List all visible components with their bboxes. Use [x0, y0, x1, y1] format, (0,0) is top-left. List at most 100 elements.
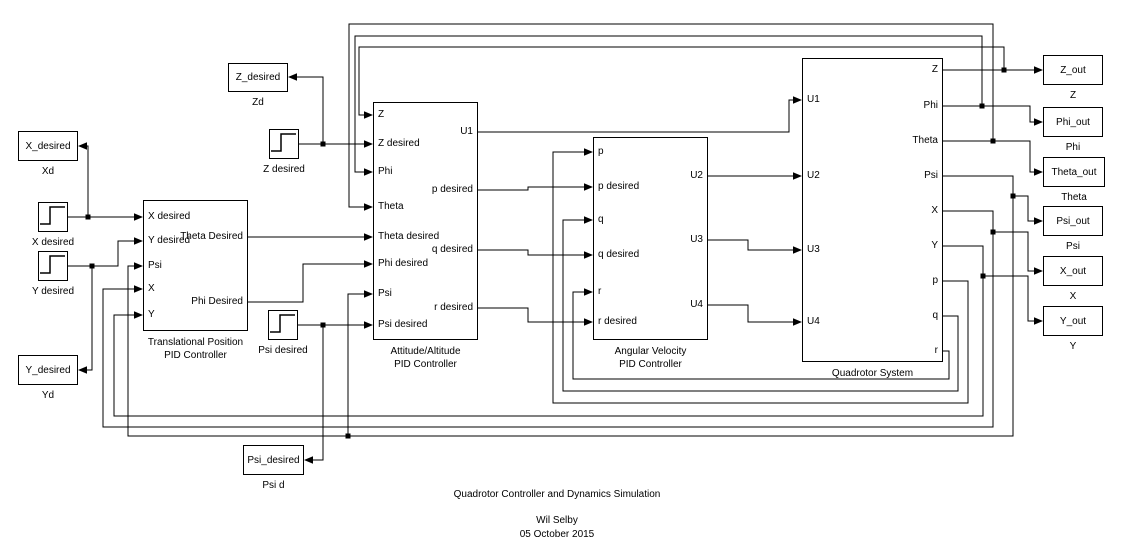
wire-theta-out[interactable]: [943, 140, 1043, 176]
angular-velocity-pid-controller-caption-line: PID Controller: [619, 359, 682, 370]
wire-q-feedback[interactable]: [562, 216, 959, 392]
tag-x-desired[interactable]: X_desired: [18, 131, 78, 161]
wire-psi-out-branch[interactable]: [1013, 195, 1043, 225]
wire-p-feedback[interactable]: [552, 148, 969, 404]
wire-y-out-branch[interactable]: [983, 275, 1043, 325]
wire-phi-feedback-line[interactable]: [354, 35, 983, 173]
wire-u2-arrowhead-icon: [793, 172, 802, 180]
wire-x-out-branch-line[interactable]: [993, 231, 1034, 272]
wire-x-feedback[interactable]: [102, 210, 994, 428]
step-z-desired[interactable]: [269, 129, 299, 159]
tag-z-desired-label: Z_desired: [235, 72, 281, 83]
wire-z-feedback-line[interactable]: [358, 46, 1005, 116]
junction-dot: [1001, 67, 1007, 73]
attitude-altitude-pid-controller[interactable]: [373, 102, 478, 340]
wire-theta-feedback[interactable]: [348, 23, 994, 211]
quadrotor-system[interactable]: [802, 58, 943, 362]
wire-z-desired-tag-branch[interactable]: [288, 73, 324, 144]
wire-r-desired-cmd-line[interactable]: [478, 307, 584, 323]
wire-psi-desired-tag-branch-line[interactable]: [313, 325, 324, 461]
wire-q-desired-cmd-line[interactable]: [478, 249, 584, 256]
tag-phi-out-caption: Phi: [1065, 142, 1081, 153]
wire-theta-feedback-line[interactable]: [348, 23, 994, 208]
wire-phi-out[interactable]: [943, 105, 1043, 126]
wire-psi-attitude-branch[interactable]: [347, 290, 373, 436]
wire-u1[interactable]: [478, 96, 802, 133]
step-psi-desired[interactable]: [268, 310, 298, 340]
translational-position-pid-controller[interactable]: [143, 200, 248, 331]
wire-u4-line[interactable]: [708, 304, 793, 323]
step-y-desired[interactable]: [38, 251, 68, 281]
attitude-altitude-pid-controller-in-phi-desired: Phi desired: [378, 258, 429, 269]
wire-theta-out-line[interactable]: [943, 140, 1034, 173]
wire-x-desired-tag-branch-line[interactable]: [87, 145, 89, 217]
step-signal-icon: [271, 133, 296, 152]
wire-y-desired-tag-branch-line[interactable]: [87, 266, 93, 371]
angular-velocity-pid-controller[interactable]: [593, 137, 708, 340]
wire-x-feedback-line[interactable]: [102, 210, 994, 428]
wire-p-desired-cmd-line[interactable]: [478, 186, 584, 191]
wire-u2[interactable]: [708, 172, 802, 180]
wire-y-feedback-line[interactable]: [113, 245, 984, 417]
tag-x-out[interactable]: X_out: [1043, 256, 1103, 286]
wire-theta-desired-cmd[interactable]: [248, 233, 373, 241]
wire-u3[interactable]: [708, 239, 802, 254]
tag-z-out[interactable]: Z_out: [1043, 55, 1103, 85]
quadrotor-system-in-u4: U4: [807, 316, 820, 327]
wire-phi-out-line[interactable]: [943, 105, 1034, 123]
attitude-altitude-pid-controller-in-theta: Theta: [378, 201, 404, 212]
wire-x-out-branch[interactable]: [993, 231, 1043, 275]
tag-theta-out-label: Theta_out: [1051, 166, 1097, 178]
wire-r-feedback-line[interactable]: [572, 291, 950, 380]
wire-psi-desired-tag-branch[interactable]: [304, 325, 324, 464]
wire-u4[interactable]: [708, 304, 802, 326]
wire-z-desired-tag-branch-arrowhead-icon: [288, 73, 297, 81]
wire-phi-desired-cmd-line[interactable]: [248, 263, 364, 303]
wire-q-desired-cmd[interactable]: [478, 249, 593, 259]
wire-y-feedback[interactable]: [113, 245, 984, 417]
wire-z-feedback[interactable]: [358, 46, 1005, 119]
tag-phi-out-label: Phi_out: [1056, 116, 1090, 128]
angular-velocity-pid-controller-in-r: r: [598, 286, 602, 297]
tag-z-desired[interactable]: Z_desired: [228, 63, 288, 92]
tag-y-desired[interactable]: Y_desired: [18, 355, 78, 385]
tag-y-desired-label: Y_desired: [25, 364, 71, 376]
quadrotor-system-in-u1: U1: [807, 94, 820, 105]
wire-psi-attitude-branch-arrowhead-icon: [364, 290, 373, 298]
tag-y-out[interactable]: Y_out: [1043, 306, 1103, 336]
wire-z-out[interactable]: [943, 66, 1043, 74]
step-signal-curve: [40, 255, 65, 274]
wire-q-feedback-line[interactable]: [562, 219, 959, 392]
wire-r-feedback[interactable]: [572, 288, 950, 380]
wire-p-feedback-line[interactable]: [552, 151, 969, 404]
wire-x-step-out[interactable]: [68, 213, 143, 221]
wire-z-step-out-arrowhead-icon: [364, 140, 373, 148]
step-signal-icon: [40, 255, 65, 274]
tag-phi-out[interactable]: Phi_out: [1043, 107, 1103, 137]
tag-x-out-label: X_out: [1059, 265, 1087, 277]
wire-p-desired-cmd[interactable]: [478, 183, 593, 191]
wire-u3-line[interactable]: [708, 239, 793, 251]
wire-phi-feedback[interactable]: [354, 35, 983, 176]
wire-psi-step-out[interactable]: [298, 321, 373, 329]
attitude-altitude-pid-controller-in-phi: Phi: [378, 166, 393, 177]
wire-y-desired-tag-branch[interactable]: [78, 266, 93, 374]
tag-theta-out[interactable]: Theta_out: [1043, 157, 1105, 187]
wire-psi-attitude-branch-line[interactable]: [347, 293, 364, 436]
step-x-desired[interactable]: [38, 202, 68, 232]
step-x-desired-caption: X desired: [31, 237, 75, 248]
wire-psi-out-branch-line[interactable]: [1013, 195, 1034, 222]
wire-z-step-out[interactable]: [299, 140, 373, 148]
tag-psi-out[interactable]: Psi_out: [1043, 206, 1103, 236]
wire-y-out-branch-line[interactable]: [983, 275, 1034, 322]
wire-phi-desired-cmd[interactable]: [248, 260, 373, 303]
wire-psi-feedback-line[interactable]: [127, 175, 1014, 437]
junction-dot: [1010, 193, 1016, 199]
wire-r-desired-cmd[interactable]: [478, 307, 593, 326]
quadrotor-system-out-p: p: [932, 275, 938, 286]
wire-psi-feedback[interactable]: [127, 175, 1014, 437]
wire-x-desired-tag-branch[interactable]: [78, 142, 89, 217]
wire-u1-line[interactable]: [478, 99, 793, 133]
wire-z-desired-tag-branch-line[interactable]: [297, 76, 324, 144]
tag-psi-desired[interactable]: Psi_desired: [243, 445, 304, 475]
